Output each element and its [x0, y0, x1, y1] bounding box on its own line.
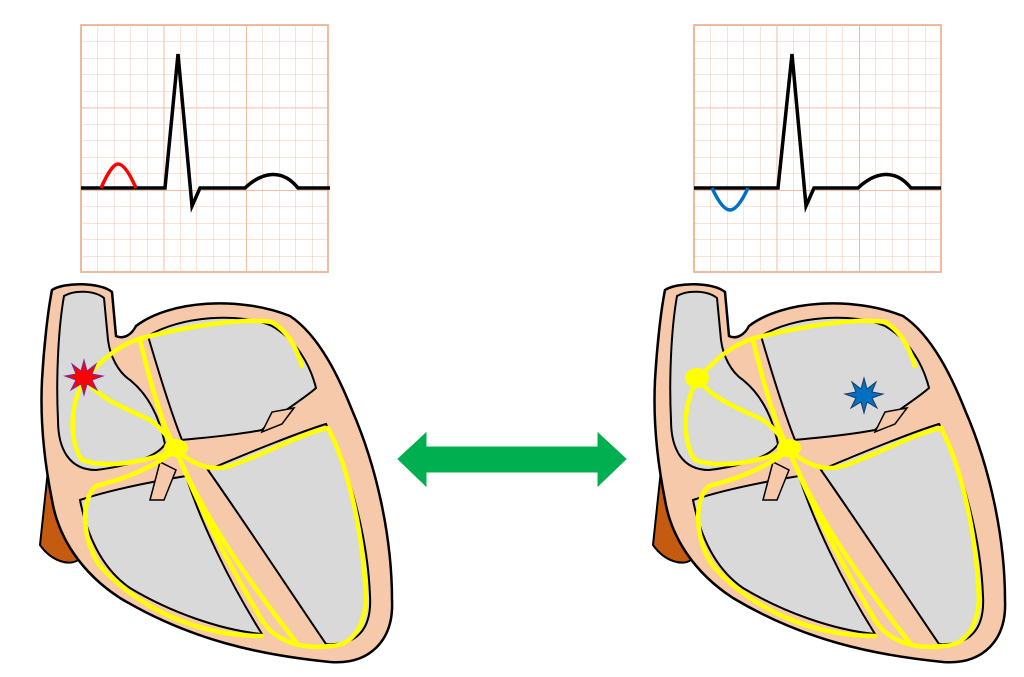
ecg-strip-right — [693, 24, 942, 273]
bidirectional-arrow — [397, 431, 627, 488]
ecg-grid-right — [693, 24, 942, 273]
p-wave-inverted — [710, 187, 750, 212]
av-node-left — [164, 439, 188, 457]
valve-flap-left — [260, 406, 296, 434]
ecg-strip-left — [80, 24, 330, 273]
sa-node-right — [685, 368, 709, 388]
left-atrium-left — [146, 316, 318, 442]
focus-star-right — [843, 376, 885, 415]
ecg-trace-right — [694, 53, 941, 213]
heart-right — [653, 284, 1005, 662]
ecg-trace-left — [81, 53, 330, 213]
ecg-grid-left — [80, 24, 329, 273]
heart-left — [38, 282, 394, 664]
left-ventricle-left — [206, 422, 372, 646]
p-wave-upright — [99, 162, 138, 189]
conduction-system-left — [70, 318, 369, 650]
septum-notch-left — [149, 460, 177, 501]
focus-star-left — [63, 358, 105, 397]
right-atrium-left — [56, 290, 167, 472]
